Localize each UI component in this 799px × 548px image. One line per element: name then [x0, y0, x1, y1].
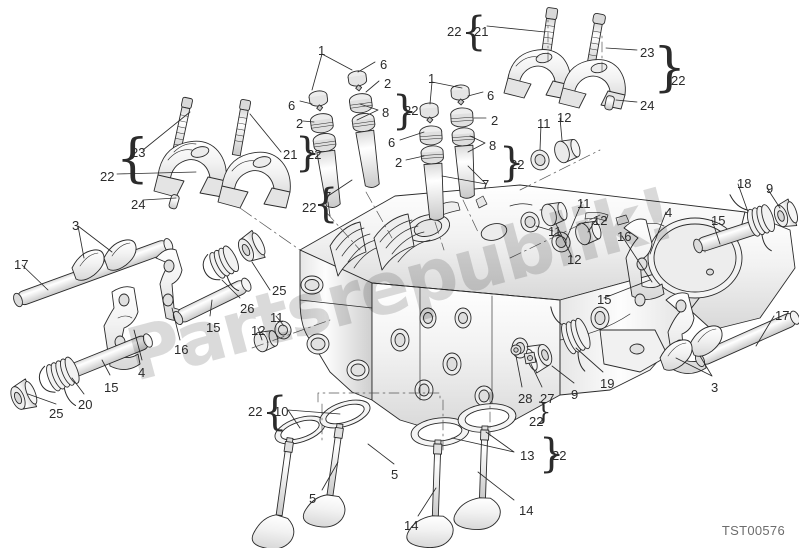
callout-number: 14 [404, 518, 419, 533]
callout-number: 6 [288, 98, 296, 113]
callout-number: 11 [548, 224, 562, 239]
callout-number: 16 [174, 342, 189, 357]
callout-number: 24 [131, 197, 146, 212]
callout-number: 25 [49, 406, 64, 421]
callout-number: 23 [131, 145, 146, 160]
callout-brace: } [295, 130, 321, 176]
callout-brace: { [116, 129, 150, 189]
selector-assembly-left [10, 229, 266, 410]
callout-number: 11 [577, 196, 591, 211]
cylinder-head-casting [299, 184, 796, 433]
callout-number: 12 [251, 323, 266, 338]
callout-number: 26 [240, 301, 255, 316]
callout-brace: { [313, 181, 339, 227]
valve-spring-stack-right [419, 84, 479, 251]
callout-number: 9 [766, 181, 774, 196]
callout-number: 15 [104, 380, 119, 395]
callout-number: 2 [296, 116, 304, 131]
callout-number: 17 [14, 257, 29, 272]
valve-set-bottom [251, 391, 517, 548]
callout-number: 14 [519, 503, 534, 518]
callout-number: 16 [617, 229, 632, 244]
callout-number: 13 [520, 448, 535, 463]
callout-brace: { [461, 9, 487, 55]
callout-number: 5 [391, 467, 399, 482]
callout-number: 2 [384, 76, 392, 91]
callout-number: 6 [487, 88, 495, 103]
callout-number: 10 [274, 404, 289, 419]
return-spring-assembly [510, 306, 591, 374]
callout-number: 15 [711, 213, 726, 228]
callout-number: 21 [283, 147, 298, 162]
callout-number: 4 [665, 205, 673, 220]
callout-brace: { [262, 389, 288, 435]
callout-number: 22 [248, 404, 263, 419]
callout-number: 6 [380, 57, 388, 72]
callout-number: 22 [100, 169, 115, 184]
callout-number: 15 [597, 292, 612, 307]
callout-number: 2 [395, 155, 403, 170]
shim-and-cap-set-lower-left [251, 319, 331, 353]
callout-number: 20 [78, 397, 93, 412]
callout-number: 22 [447, 24, 462, 39]
callout-number: 8 [382, 105, 390, 120]
callout-number: 8 [489, 138, 497, 153]
callout-number: 22 [302, 200, 317, 215]
callout-number: 28 [518, 391, 533, 406]
shim-and-cap-set-upper-right [509, 138, 602, 259]
callout-brace: } [653, 38, 687, 98]
callout-number: 6 [388, 135, 396, 150]
callout-number: 27 [540, 391, 555, 406]
callout-number: 22 [510, 157, 525, 172]
part-number: TST00576 [721, 523, 785, 538]
callout-number: 4 [138, 365, 146, 380]
callout-brace: } [539, 431, 565, 477]
callout-number: 3 [72, 218, 80, 233]
callout-number: 22 [671, 73, 686, 88]
callout-number: 1 [318, 43, 326, 58]
callout-number: 12 [567, 252, 582, 267]
callout-number: 12 [593, 213, 608, 228]
callout-number: 22 [552, 448, 567, 463]
callout-number: 9 [571, 387, 579, 402]
callout-number: 11 [537, 116, 551, 131]
callout-brace: } [499, 140, 525, 186]
leader-lines [21, 25, 781, 517]
callout-number: 25 [272, 283, 287, 298]
callout-number: 19 [600, 376, 615, 391]
callout-number: 12 [557, 110, 572, 125]
callout-number: 7 [324, 189, 332, 204]
callout-number: 21 [474, 24, 489, 39]
callout-number: 7 [482, 177, 490, 192]
callout-number: 22 [529, 414, 544, 429]
callout-number: 2 [491, 113, 499, 128]
callout-number: 23 [640, 45, 655, 60]
callout-number: 22 [307, 147, 322, 162]
valve-spring-stack-left [308, 70, 393, 251]
bearing-cap-assembly-right [503, 7, 626, 111]
callout-number: 17 [775, 308, 790, 323]
callout-number: 3 [711, 380, 719, 395]
callout-number: 15 [206, 320, 221, 335]
callout-brace: } [392, 88, 418, 134]
callout-number: 11 [270, 310, 284, 325]
callout-number: 24 [640, 98, 655, 113]
bearing-cap-assembly-left [153, 96, 301, 251]
callout-brace: } [536, 398, 552, 426]
callout-number: 1 [428, 71, 436, 86]
callout-number: 18 [737, 176, 752, 191]
selector-assembly-right [623, 194, 799, 374]
callout-number: 22 [404, 103, 419, 118]
callout-number: 5 [309, 491, 317, 506]
